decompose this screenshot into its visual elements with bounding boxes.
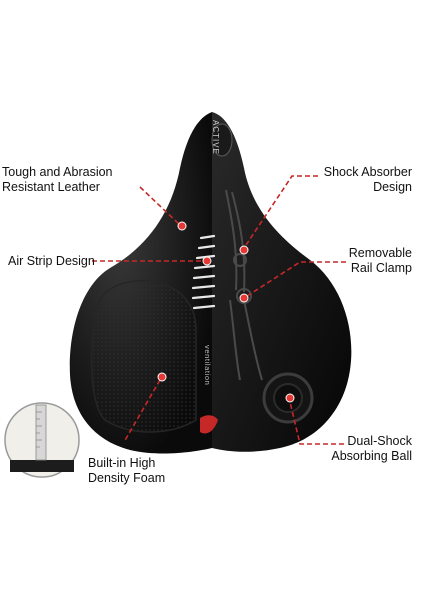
ventilation-text: ventilation xyxy=(203,345,212,385)
callout-dots xyxy=(157,221,295,403)
foam-label: Built-in High Density Foam xyxy=(88,456,165,486)
ball-label-line1: Dual-Shock xyxy=(347,434,412,448)
air-strip-dot xyxy=(202,256,212,266)
shock-absorber-label-line1: Shock Absorber xyxy=(323,165,412,179)
rail-clamp-label: Removable Rail Clamp xyxy=(349,246,412,276)
leather-label: Tough and Abrasion Resistant Leather xyxy=(2,165,113,195)
rail-clamp-callout-line xyxy=(243,261,346,299)
foam-label-line1: Built-in High xyxy=(88,456,156,470)
tail-red-accent xyxy=(200,415,218,434)
rail-clamp-dot xyxy=(239,293,249,303)
shock-absorber-label-line2: Design xyxy=(373,180,412,194)
foam-label-line2: Density Foam xyxy=(88,471,166,485)
ball-label-line2: Absorbing Ball xyxy=(331,449,412,463)
callout-lines xyxy=(92,175,346,445)
rail-clamp-label-line1: Removable xyxy=(348,246,412,260)
rail-clamp-label-line2: Rail Clamp xyxy=(350,261,412,275)
foam-thickness-inset xyxy=(4,402,80,478)
leather-callout-line xyxy=(139,186,181,226)
saddle-tip-logo xyxy=(211,123,233,157)
shock-absorber-springs xyxy=(225,189,263,381)
air-strip-label-line1: Air Strip Design xyxy=(8,254,95,268)
foam-panel xyxy=(90,280,197,433)
foam-dot xyxy=(157,372,167,382)
shock-dot xyxy=(239,245,249,255)
shock-callout-line xyxy=(243,175,318,249)
leather-label-line2: Resistant Leather xyxy=(2,180,100,194)
shock-absorber-label: Shock Absorber Design xyxy=(324,165,412,195)
air-strip-label: Air Strip Design xyxy=(8,254,95,269)
brand-text: ACTIVE xyxy=(211,120,220,155)
foam-callout-line xyxy=(123,379,161,443)
ball-label: Dual-Shock Absorbing Ball xyxy=(331,434,412,464)
leather-label-line1: Tough and Abrasion xyxy=(2,165,113,179)
leather-dot xyxy=(177,221,187,231)
air-strip-vents xyxy=(191,234,216,310)
ball-callout-line xyxy=(289,401,344,445)
ball-dot xyxy=(285,393,295,403)
saddle-right-half xyxy=(212,112,352,452)
